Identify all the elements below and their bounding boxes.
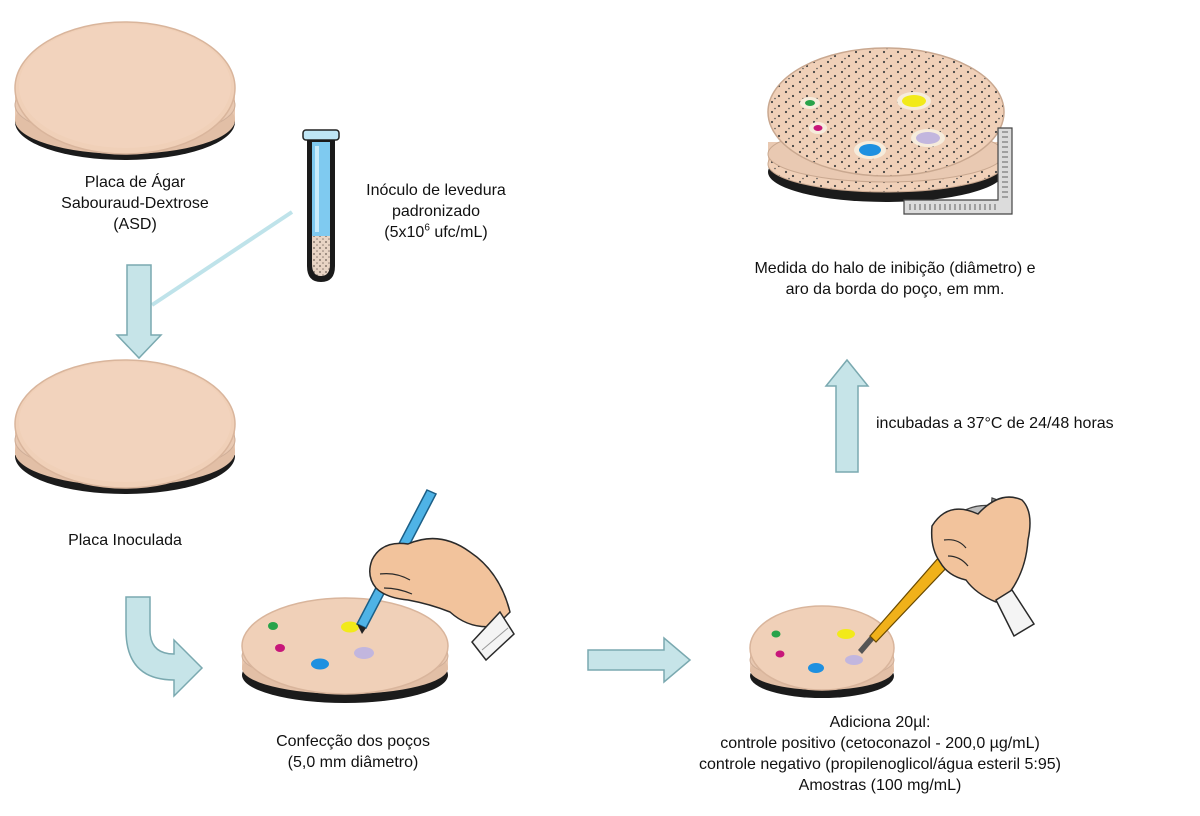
add-line-2: controle positivo (cetoconazol - 200,0 µ… [660, 733, 1100, 754]
well-magenta [814, 125, 823, 131]
well-blue [859, 144, 881, 156]
well-magenta [776, 651, 785, 658]
inoculum-concentration-unit: ufc/mL) [430, 224, 488, 241]
add-line-4: Amostras (100 mg/mL) [660, 775, 1100, 796]
hand-icon [932, 497, 1034, 636]
label-inoculum: Inóculo de levedura padronizado (5x106 u… [346, 180, 526, 243]
label-add-samples: Adiciona 20µl: controle positivo (cetoco… [660, 712, 1100, 796]
label-incubation: incubadas a 37°C de 24/48 horas [876, 413, 1114, 434]
measure-line-2: aro da borda do poço, em mm. [700, 279, 1090, 300]
arrow-up-icon [826, 360, 868, 472]
petri-dish-icon [750, 606, 894, 698]
label-plate-inoculated: Placa Inoculada [45, 530, 205, 551]
petri-dish-icon [768, 48, 1004, 202]
label-measure: Medida do halo de inibição (diâmetro) e … [700, 258, 1090, 300]
inoculum-concentration-base: (5x10 [384, 224, 424, 241]
arrow-down-icon [117, 265, 161, 358]
well-blue [808, 663, 824, 673]
inoculum-line-2: padronizado [346, 201, 526, 222]
well-yellow [837, 629, 855, 639]
inoculum-line-3: (5x106 ufc/mL) [346, 222, 526, 243]
well-green [268, 622, 278, 630]
petri-dish-icon [15, 22, 235, 160]
plate-asd-line-1: Placa de Ágar [55, 172, 215, 193]
test-tube-icon [303, 130, 339, 282]
label-wells: Confecção dos poços (5,0 mm diâmetro) [253, 731, 453, 773]
plate-asd-line-3: (ASD) [55, 214, 215, 235]
label-plate-asd: Placa de Ágar Sabouraud-Dextrose (ASD) [55, 172, 215, 235]
measure-line-1: Medida do halo de inibição (diâmetro) e [700, 258, 1090, 279]
well-lilac [354, 647, 374, 659]
well-lilac [916, 132, 940, 144]
well-magenta [275, 644, 285, 652]
well-blue [311, 659, 329, 670]
add-line-1: Adiciona 20µl: [660, 712, 1100, 733]
plate-asd-line-2: Sabouraud-Dextrose [55, 193, 215, 214]
petri-dish-icon [15, 360, 235, 494]
arrow-curved-icon [126, 597, 202, 696]
wells-line-2: (5,0 mm diâmetro) [253, 752, 453, 773]
inoculum-line-1: Inóculo de levedura [346, 180, 526, 201]
well-yellow [341, 622, 359, 633]
wells-line-1: Confecção dos poços [253, 731, 453, 752]
well-yellow [902, 95, 926, 107]
well-green [805, 100, 815, 106]
add-line-3: controle negativo (propilenoglicol/água … [660, 754, 1100, 775]
arrow-right-icon [588, 638, 690, 682]
petri-dish-icon [242, 598, 448, 703]
well-lilac [845, 655, 863, 665]
well-green [772, 631, 781, 638]
